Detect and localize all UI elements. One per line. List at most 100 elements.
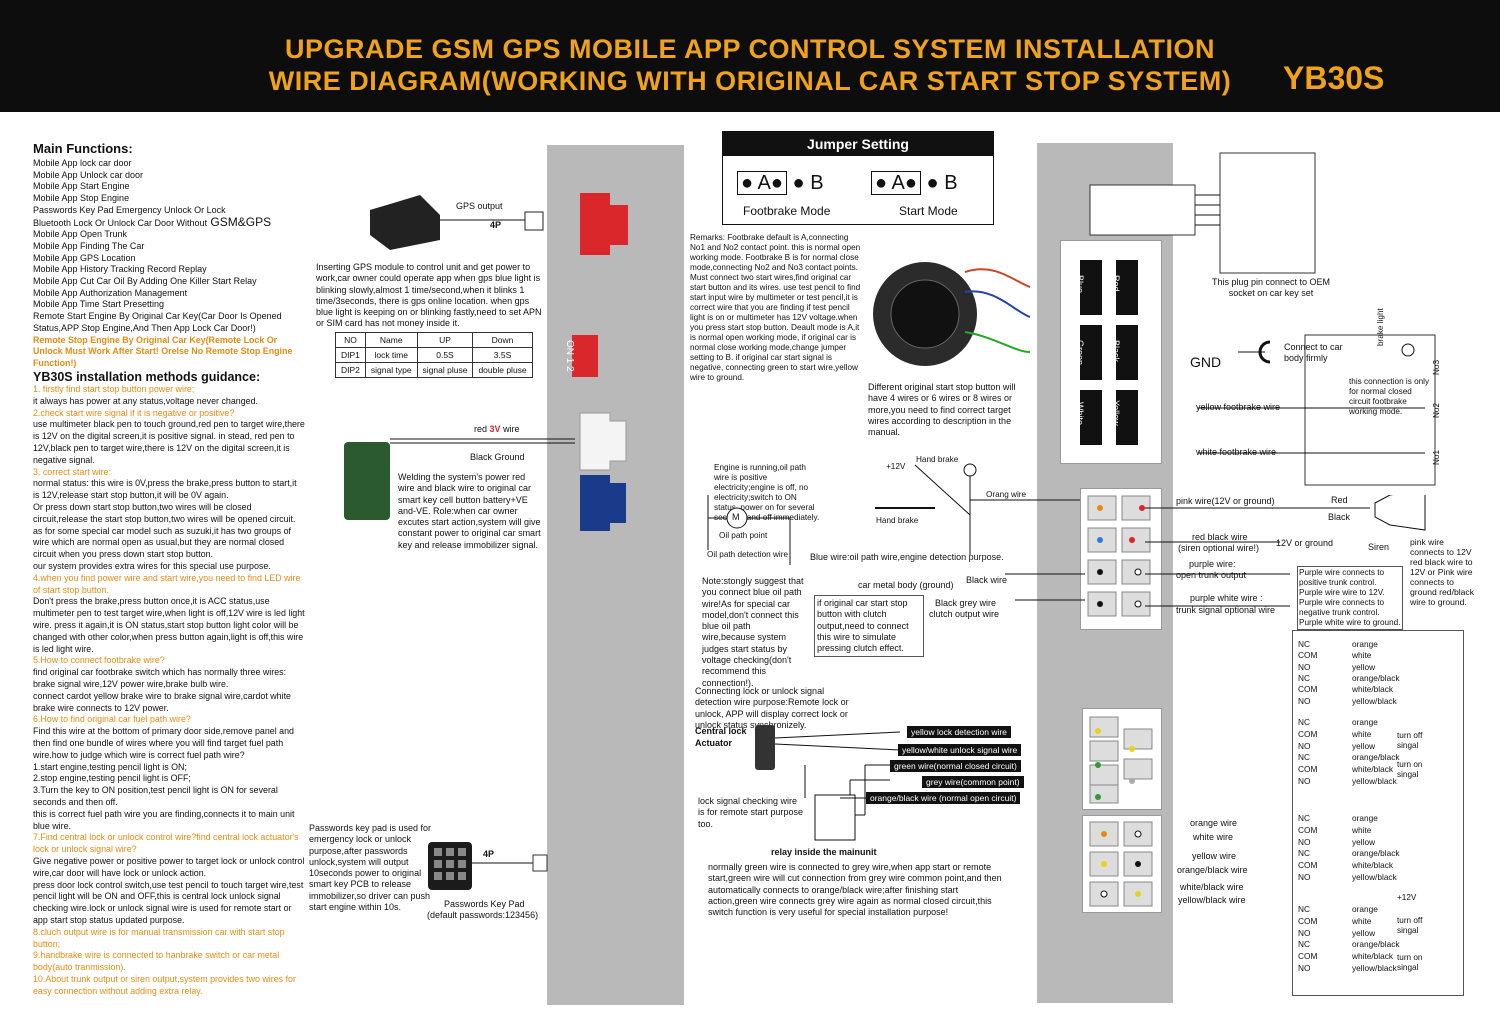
footbrake-mode-label: Footbrake Mode	[743, 204, 831, 218]
gps-output-label: GPS output	[456, 201, 503, 211]
no1-label: No1	[1432, 449, 1441, 465]
relay-terminal: NC	[1298, 904, 1310, 914]
brake-light-label: brake light	[1376, 308, 1385, 346]
hand-brake-label-top: Hand brake	[916, 455, 959, 464]
smart-key-description: Welding the system's power red wire and …	[398, 472, 541, 550]
dip-table-cell: DIP2	[335, 362, 366, 378]
relay-terminal: COM	[1298, 915, 1318, 926]
lock-signal-note: Connecting lock or unlock signal detecti…	[695, 686, 849, 730]
guidance-line: 2.stop engine,testing pencil light is OF…	[33, 773, 191, 784]
pink-note: pink wire connects to 12V red black wire…	[1410, 537, 1475, 607]
guidance-line: Don't press the brake,press button once,…	[33, 596, 305, 654]
guidance-line: connect cardot yellow brake wire to brak…	[33, 690, 291, 713]
remarks-text: Remarks: Footbrake default is A,connecti…	[690, 233, 861, 382]
keypad-password: (default passwords:123456)	[427, 910, 539, 920]
black-wire-label: Black wire	[966, 575, 1008, 585]
black-grey-label: Black grey wire	[935, 598, 997, 608]
blue-wire-label: Blue wire:oil path wire,engine detection…	[810, 552, 1004, 562]
main-function-item: Mobile App GPS Location	[33, 252, 136, 263]
relay-wire-label: orange/black	[1352, 752, 1400, 763]
clutch-note: if original car start stop button with c…	[814, 595, 924, 658]
dip-table-cell: Down	[472, 332, 533, 348]
start-wires-panel	[1060, 240, 1162, 464]
relay-wire-label: orange	[1352, 717, 1378, 727]
start-jumper: ● A● ● B	[871, 171, 958, 195]
guidance-line: 1. firstly find start stop button power …	[33, 384, 195, 395]
lock-connector-pins	[1089, 716, 1153, 804]
relay-terminal: NC	[1298, 848, 1310, 859]
start-mode-label: Start Mode	[899, 204, 958, 218]
brake-light-icon	[1401, 343, 1415, 357]
purple-white-output-label: trunk signal optional wire	[1176, 605, 1276, 615]
relay-wire-label: white	[1352, 824, 1372, 835]
relay-terminal: NO	[1298, 695, 1311, 706]
purple-output-label: open trunk output	[1176, 570, 1247, 580]
main-function-item: Mobile App Time Start Presetting	[33, 299, 165, 310]
guidance-line: use multimeter black pen to touch ground…	[33, 419, 305, 465]
keypad-pins-label: 4P	[483, 849, 495, 859]
guidance-line: Find this wire at the bottom of primary …	[33, 726, 294, 760]
jumper-setting-box: Jumper Setting ● A● ● B ● A● ● B Footbra…	[722, 131, 994, 225]
relay-wire-label: yellow	[1352, 836, 1376, 847]
relay-wire-label: orange	[1352, 904, 1378, 914]
lock-wire-label-2: green wire(normal closed circuit)	[890, 760, 1021, 772]
pink-wire-label: pink wire(12V or ground)	[1176, 496, 1275, 506]
main-function-item: Mobile App History Tracking Record Repla…	[33, 264, 207, 275]
plus12v-label: +12V	[886, 462, 906, 471]
central-lock-wiring	[755, 725, 901, 841]
model-label: YB30S	[1283, 60, 1385, 96]
start-wire-white: White	[1075, 402, 1085, 426]
red-black-note: (siren optional wire!)	[1178, 543, 1260, 553]
relay-panel	[1292, 630, 1464, 996]
relay-wire-label: white	[1352, 650, 1372, 661]
relay-wire-label: white/black	[1352, 951, 1394, 962]
relay-terminal: NC	[1298, 939, 1310, 950]
guidance-line: 9.handbrake wire is connected to hanbrak…	[33, 950, 280, 973]
keypad-description: Passwords key pad is used for emergency …	[309, 823, 432, 913]
relay-wire-label: yellow/black	[1352, 963, 1397, 973]
guidance-line: 3. correct start wire:	[33, 466, 111, 477]
gps-box-icon	[370, 195, 440, 250]
button-note: Different original start stop button wil…	[868, 382, 1016, 438]
hand-brake-label: Hand brake	[876, 516, 919, 525]
actuator-label: Actuator	[695, 738, 733, 748]
dip-table-cell: UP	[416, 332, 474, 348]
center-connectors	[572, 193, 628, 531]
door-wire-0: orange wire	[1190, 818, 1238, 828]
main-functions-warning: Remote Stop Engine By Original Car Key(R…	[33, 334, 293, 368]
relay-terminal: NO	[1298, 836, 1311, 847]
oem-plug-diagram	[1089, 152, 1316, 274]
yellow-footbrake-label: yellow footbrake wire	[1196, 402, 1281, 412]
oil-pump-label: Oil path point	[719, 531, 768, 540]
door-wire-4: white/black wire	[1180, 882, 1244, 892]
nc-mode-note: this connection is only for normal close…	[1349, 377, 1430, 416]
red-black-label: red black wire	[1192, 532, 1248, 542]
plus12v-relay-label: +12V	[1397, 893, 1417, 902]
guidance-line: Or press down start stop button,two wire…	[33, 502, 296, 560]
main-function-item: Mobile App Authorization Management	[33, 287, 188, 298]
header-banner: UPGRADE GSM GPS MOBILE APP CONTROL SYSTE…	[0, 0, 1500, 112]
relay-terminal: NC	[1298, 639, 1310, 649]
relay-terminal: NO	[1298, 740, 1311, 751]
gps-module	[370, 195, 544, 250]
guidance-line: our system provides extra wires for this…	[33, 561, 271, 571]
keypad-diagram	[428, 842, 548, 890]
purple-label: purple wire:	[1189, 559, 1236, 569]
main-function-item: Mobile App lock car door	[33, 158, 132, 168]
left-text-column: Main Functions: Mobile App lock car door…	[33, 141, 305, 997]
no2-label: No2	[1432, 402, 1441, 418]
purple-note: Purple wire connects to positive trunk c…	[1297, 566, 1403, 630]
purple-white-label: purple white wire :	[1190, 593, 1263, 603]
footbrake-jumper: ● A● ● B	[737, 171, 824, 195]
guidance-line: 8.cluch output wire is for manual transm…	[33, 926, 285, 949]
relay-terminal-row: NO yellow	[1298, 837, 1375, 847]
relay-terminal: COM	[1298, 824, 1318, 835]
